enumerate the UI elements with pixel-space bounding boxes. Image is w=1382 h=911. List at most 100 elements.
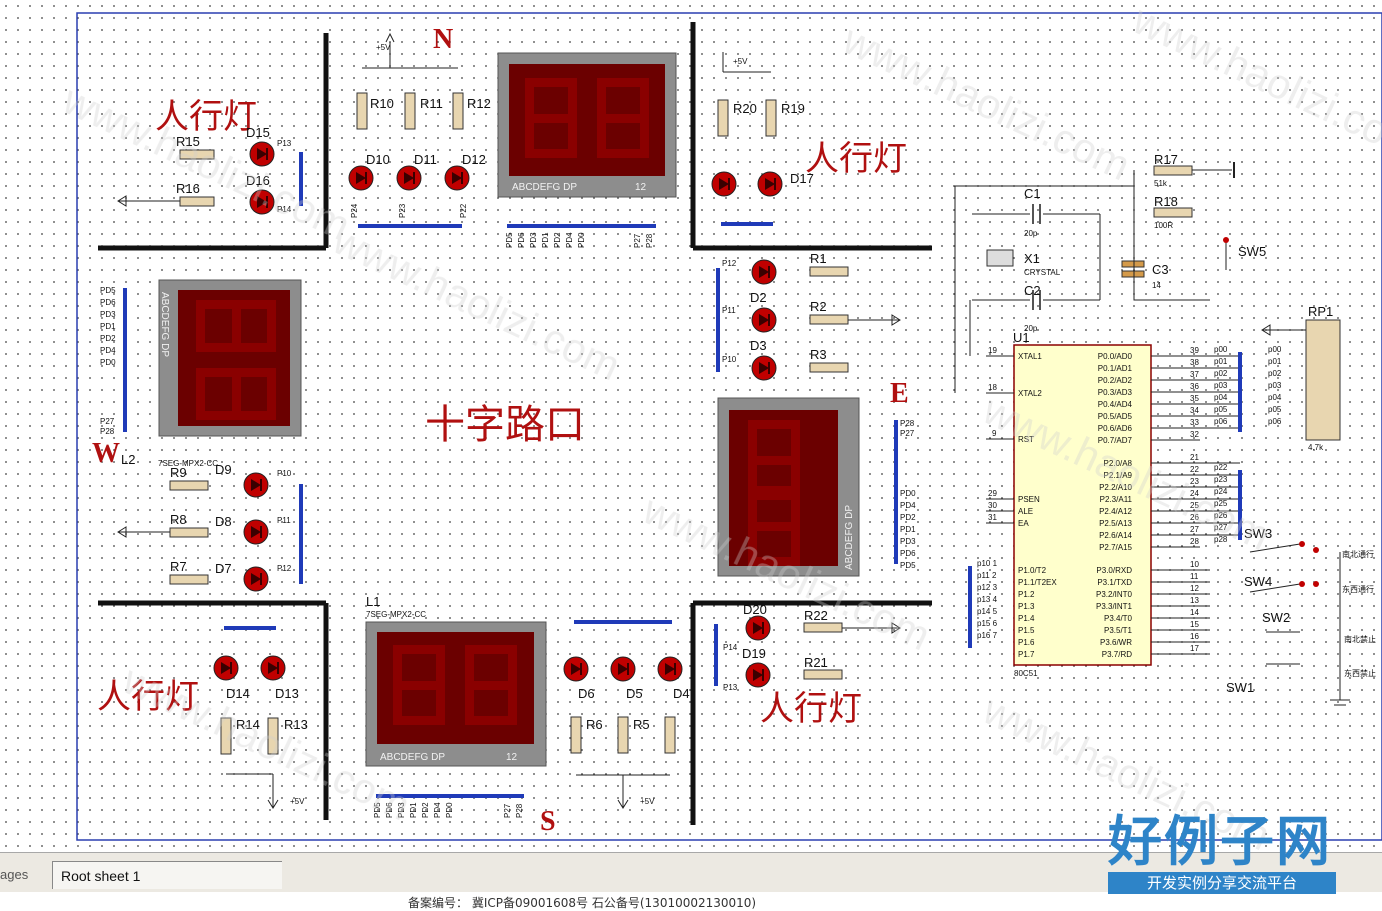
svg-text:P0.0/AD0: P0.0/AD0 xyxy=(1098,352,1133,361)
svg-text:P0.3/AD3: P0.3/AD3 xyxy=(1098,388,1133,397)
schematic-canvas[interactable]: N S E W 十字路口 人行灯 人行灯 人行灯 人行灯 ABCDEFG DP … xyxy=(0,0,1382,852)
svg-text:P27: P27 xyxy=(503,803,512,818)
display-east: ABCDEFG DP P28 P27 PD0 PD4 PD2 PD1 PD3 P… xyxy=(717,397,916,577)
bus-labels-north: PD5 PD6 PD3 PD1 PD2 PD4 PD0 P27 P28 xyxy=(505,232,654,248)
svg-text:12: 12 xyxy=(506,752,518,763)
svg-text:20p: 20p xyxy=(1024,229,1038,238)
svg-text:RST: RST xyxy=(1018,435,1034,444)
svg-text:11: 11 xyxy=(1190,572,1199,581)
direction-south: S xyxy=(540,806,556,837)
svg-text:ABCDEFG DP: ABCDEFG DP xyxy=(844,505,855,570)
svg-text:P11: P11 xyxy=(277,516,291,525)
svg-text:D19: D19 xyxy=(742,646,766,661)
svg-text:100R: 100R xyxy=(1154,221,1173,230)
svg-text:22: 22 xyxy=(1190,465,1199,474)
svg-text:p23: p23 xyxy=(1214,475,1228,484)
svg-text:30: 30 xyxy=(988,501,997,510)
svg-text:SW1: SW1 xyxy=(1226,680,1254,695)
svg-text:16: 16 xyxy=(1190,632,1199,641)
svg-text:P3.7/RD: P3.7/RD xyxy=(1102,650,1132,659)
svg-text:p04: p04 xyxy=(1268,393,1282,402)
svg-text:p11 2: p11 2 xyxy=(977,571,997,580)
svg-text:PD5: PD5 xyxy=(900,561,916,570)
svg-text:19: 19 xyxy=(988,346,997,355)
svg-text:51k: 51k xyxy=(1154,179,1168,188)
svg-text:+5V: +5V xyxy=(733,57,748,66)
svg-text:D11: D11 xyxy=(414,152,437,167)
svg-text:RP1: RP1 xyxy=(1308,304,1333,319)
svg-text:PD4: PD4 xyxy=(100,346,116,355)
svg-text:15: 15 xyxy=(1190,620,1199,629)
svg-text:R16: R16 xyxy=(176,181,200,196)
svg-text:PD5: PD5 xyxy=(100,286,116,295)
display-north: ABCDEFG DP 12 xyxy=(497,52,677,228)
svg-text:R20: R20 xyxy=(733,101,757,116)
svg-text:P2.1/A9: P2.1/A9 xyxy=(1104,471,1133,480)
svg-text:PD4: PD4 xyxy=(900,501,916,510)
pedestrian-label-sw: 人行灯 xyxy=(97,677,199,717)
nw-pedestrian-group: R15 R16 D15 D16 P13 P14 xyxy=(117,125,303,215)
svg-text:31: 31 xyxy=(988,513,997,522)
pages-tab-label[interactable]: ages xyxy=(0,867,29,882)
svg-text:D20: D20 xyxy=(743,602,767,617)
svg-text:P23: P23 xyxy=(398,203,407,218)
svg-text:SW4: SW4 xyxy=(1244,574,1272,589)
svg-text:P27: P27 xyxy=(100,417,115,426)
svg-text:P3.2/INT0: P3.2/INT0 xyxy=(1096,590,1133,599)
svg-text:P13: P13 xyxy=(723,683,738,692)
svg-text:P1.0/T2: P1.0/T2 xyxy=(1018,566,1047,575)
svg-text:EA: EA xyxy=(1018,519,1029,528)
svg-text:R15: R15 xyxy=(176,134,200,149)
svg-text:p27: p27 xyxy=(1214,523,1228,532)
svg-text:p01: p01 xyxy=(1214,357,1228,366)
svg-text:14: 14 xyxy=(1190,608,1199,617)
svg-text:P1.2: P1.2 xyxy=(1018,590,1035,599)
switch-group: SW3 SW4 SW2 SW1 南北通行 东西通行 南北禁止 东西禁止 xyxy=(1226,526,1376,706)
svg-text:D6: D6 xyxy=(578,686,595,701)
svg-text:SW5: SW5 xyxy=(1238,244,1266,259)
svg-text:D16: D16 xyxy=(246,173,270,188)
svg-text:p01: p01 xyxy=(1268,357,1282,366)
svg-text:P27: P27 xyxy=(900,429,915,438)
svg-text:P11: P11 xyxy=(722,306,736,315)
svg-text:东西通行: 东西通行 xyxy=(1342,584,1374,594)
svg-text:南北禁止: 南北禁止 xyxy=(1344,634,1376,644)
svg-text:R1: R1 xyxy=(810,251,827,266)
svg-text:p22: p22 xyxy=(1214,463,1228,472)
tab-root-sheet[interactable]: Root sheet 1 xyxy=(52,861,282,889)
svg-text:P3.5/T1: P3.5/T1 xyxy=(1104,626,1133,635)
svg-text:L2: L2 xyxy=(121,452,135,467)
svg-text:p28: p28 xyxy=(1214,535,1228,544)
svg-text:P27: P27 xyxy=(633,233,642,248)
svg-text:23: 23 xyxy=(1190,477,1199,486)
svg-text:P28: P28 xyxy=(515,803,524,818)
svg-text:p04: p04 xyxy=(1214,393,1228,402)
svg-text:21: 21 xyxy=(1190,453,1199,462)
display-south: ABCDEFG DP 12 L1 7SEG-MPX2-CC PD5 PD6 PD… xyxy=(365,594,547,818)
svg-text:p24: p24 xyxy=(1214,487,1228,496)
direction-west: W xyxy=(92,438,120,469)
sw-pedestrian-group: D14 D13 R14 R13 +5V xyxy=(213,626,308,809)
svg-text:7SEG-MPX2-CC: 7SEG-MPX2-CC xyxy=(158,459,218,468)
svg-text:P2.7/A15: P2.7/A15 xyxy=(1099,543,1132,552)
svg-text:P0.5/AD5: P0.5/AD5 xyxy=(1098,412,1133,421)
svg-text:PSEN: PSEN xyxy=(1018,495,1040,504)
svg-text:32: 32 xyxy=(1190,430,1199,439)
svg-text:R10: R10 xyxy=(370,96,394,111)
svg-text:18: 18 xyxy=(988,383,997,392)
svg-text:PD3: PD3 xyxy=(100,310,116,319)
svg-text:PD1: PD1 xyxy=(900,525,916,534)
svg-text:P0.7/AD7: P0.7/AD7 xyxy=(1098,436,1133,445)
logo-main-text: 好例子网 xyxy=(1108,809,1332,873)
svg-text:R17: R17 xyxy=(1154,152,1178,167)
south-led-group: D6 D5 D4 R6 R5 +5V xyxy=(563,620,690,809)
svg-text:PD5: PD5 xyxy=(373,802,382,818)
svg-text:C2: C2 xyxy=(1024,283,1041,298)
svg-text:D10: D10 xyxy=(366,152,390,167)
svg-text:P14: P14 xyxy=(277,205,292,214)
svg-text:PD2: PD2 xyxy=(900,513,916,522)
svg-text:p15 6: p15 6 xyxy=(977,619,998,628)
svg-text:P0.1/AD1: P0.1/AD1 xyxy=(1098,364,1133,373)
svg-text:PD0: PD0 xyxy=(900,489,916,498)
svg-text:p03: p03 xyxy=(1214,381,1228,390)
